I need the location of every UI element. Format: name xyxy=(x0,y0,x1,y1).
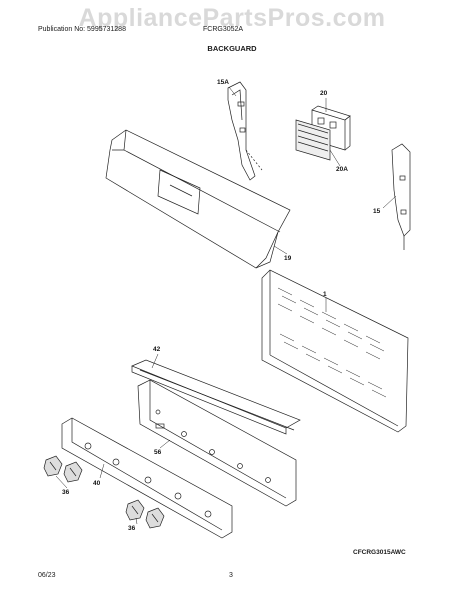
label-20: 20 xyxy=(320,90,328,97)
rear-panel-1 xyxy=(261,269,409,433)
label-15: 15 xyxy=(373,208,381,215)
manifold-panel-40 xyxy=(61,417,233,539)
page-number: 3 xyxy=(229,572,233,579)
footer-date: 06/23 xyxy=(38,572,56,579)
diagram-code: CFCRG3015AWC xyxy=(353,549,406,556)
label-1: 1 xyxy=(323,291,327,298)
bracket-15 xyxy=(391,143,411,250)
knob-set-right xyxy=(125,499,165,529)
label-15a: 15A xyxy=(217,79,229,86)
knob-set-left xyxy=(43,455,83,483)
trim-42 xyxy=(131,359,301,435)
label-40: 40 xyxy=(93,480,101,487)
label-36-left: 36 xyxy=(62,489,70,496)
gasket-20a xyxy=(295,119,331,161)
page-title: BACKGUARD xyxy=(207,44,257,53)
publication-number: Publication No: 5995731288 xyxy=(38,26,126,33)
label-56: 56 xyxy=(154,449,162,456)
label-20a: 20A xyxy=(336,166,348,173)
bracket-15a xyxy=(227,81,263,181)
label-19: 19 xyxy=(284,255,292,262)
backguard-panel-19 xyxy=(105,129,291,269)
model-number: FCRG3052A xyxy=(203,26,244,33)
watermark: AppliancePartsPros.com xyxy=(78,4,386,32)
label-36-right: 36 xyxy=(128,525,136,532)
bracket-plate-56 xyxy=(137,379,297,507)
label-42: 42 xyxy=(153,346,161,353)
